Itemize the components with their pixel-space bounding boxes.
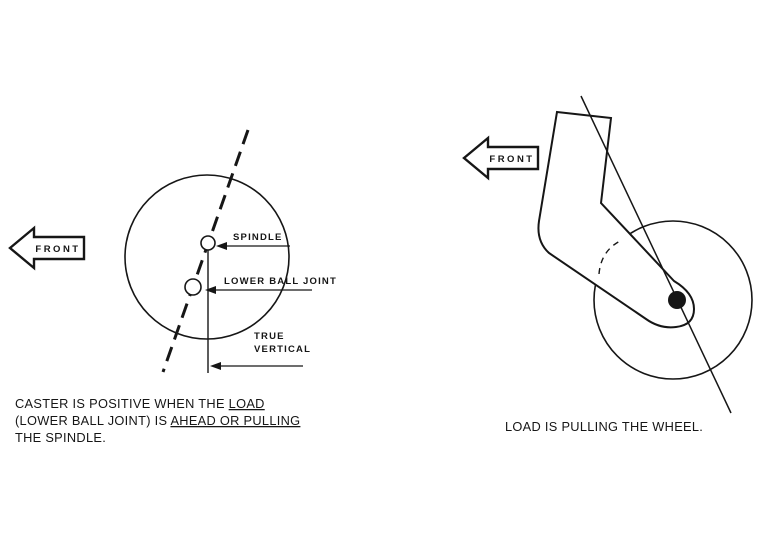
right-diagram: FRONT LOAD IS PULLING THE WHEEL.	[462, 95, 753, 434]
spindle-label: SPINDLE	[233, 232, 283, 243]
front-arrow-left-diagram: FRONT	[8, 225, 86, 271]
caption-line2-underlined: AHEAD OR PULLING	[170, 413, 300, 428]
front-arrow-icon	[462, 135, 540, 181]
front-arrow-label: FRONT	[489, 154, 534, 165]
true-vertical-arrowhead-icon	[210, 362, 221, 370]
lower-ball-joint-arrowhead-icon	[205, 286, 216, 294]
left-caption: CASTER IS POSITIVE WHEN THE LOAD (LOWER …	[15, 396, 300, 445]
right-caption: LOAD IS PULLING THE WHEEL.	[505, 419, 703, 434]
left-caption-line2: (LOWER BALL JOINT) IS AHEAD OR PULLING	[15, 413, 300, 428]
caption-line1-underlined: LOAD	[229, 396, 265, 411]
left-diagram: SPINDLE LOWER BALL JOINT TRUE VERTICAL F…	[8, 129, 337, 445]
wheel-outline-circle	[593, 220, 753, 380]
left-caption-line3: THE SPINDLE.	[15, 430, 106, 445]
lower-ball-joint-point	[184, 278, 202, 296]
lower-ball-joint-label: LOWER BALL JOINT	[224, 276, 337, 287]
steering-axis-line	[580, 95, 732, 414]
caption-line2-pre: (LOWER BALL JOINT) IS	[15, 413, 170, 428]
steering-axis-dashed-line	[161, 129, 250, 373]
front-arrow-right-diagram: FRONT	[462, 135, 540, 181]
front-arrow-icon	[8, 225, 86, 271]
front-arrow-label: FRONT	[35, 244, 80, 255]
hidden-wheel-edge-dashed-arc	[598, 239, 623, 275]
wheel-outline-circle	[124, 174, 290, 340]
wheel-hub-dot	[668, 291, 686, 309]
true-vertical-label-line2: VERTICAL	[254, 344, 311, 355]
true-vertical-label-line1: TRUE	[254, 331, 285, 342]
steering-knuckle-shape	[537, 110, 696, 329]
spindle-point	[200, 235, 216, 251]
caption-line1-pre: CASTER IS POSITIVE WHEN THE	[15, 396, 229, 411]
left-caption-line1: CASTER IS POSITIVE WHEN THE LOAD	[15, 396, 265, 411]
spindle-arrowhead-icon	[216, 242, 227, 250]
